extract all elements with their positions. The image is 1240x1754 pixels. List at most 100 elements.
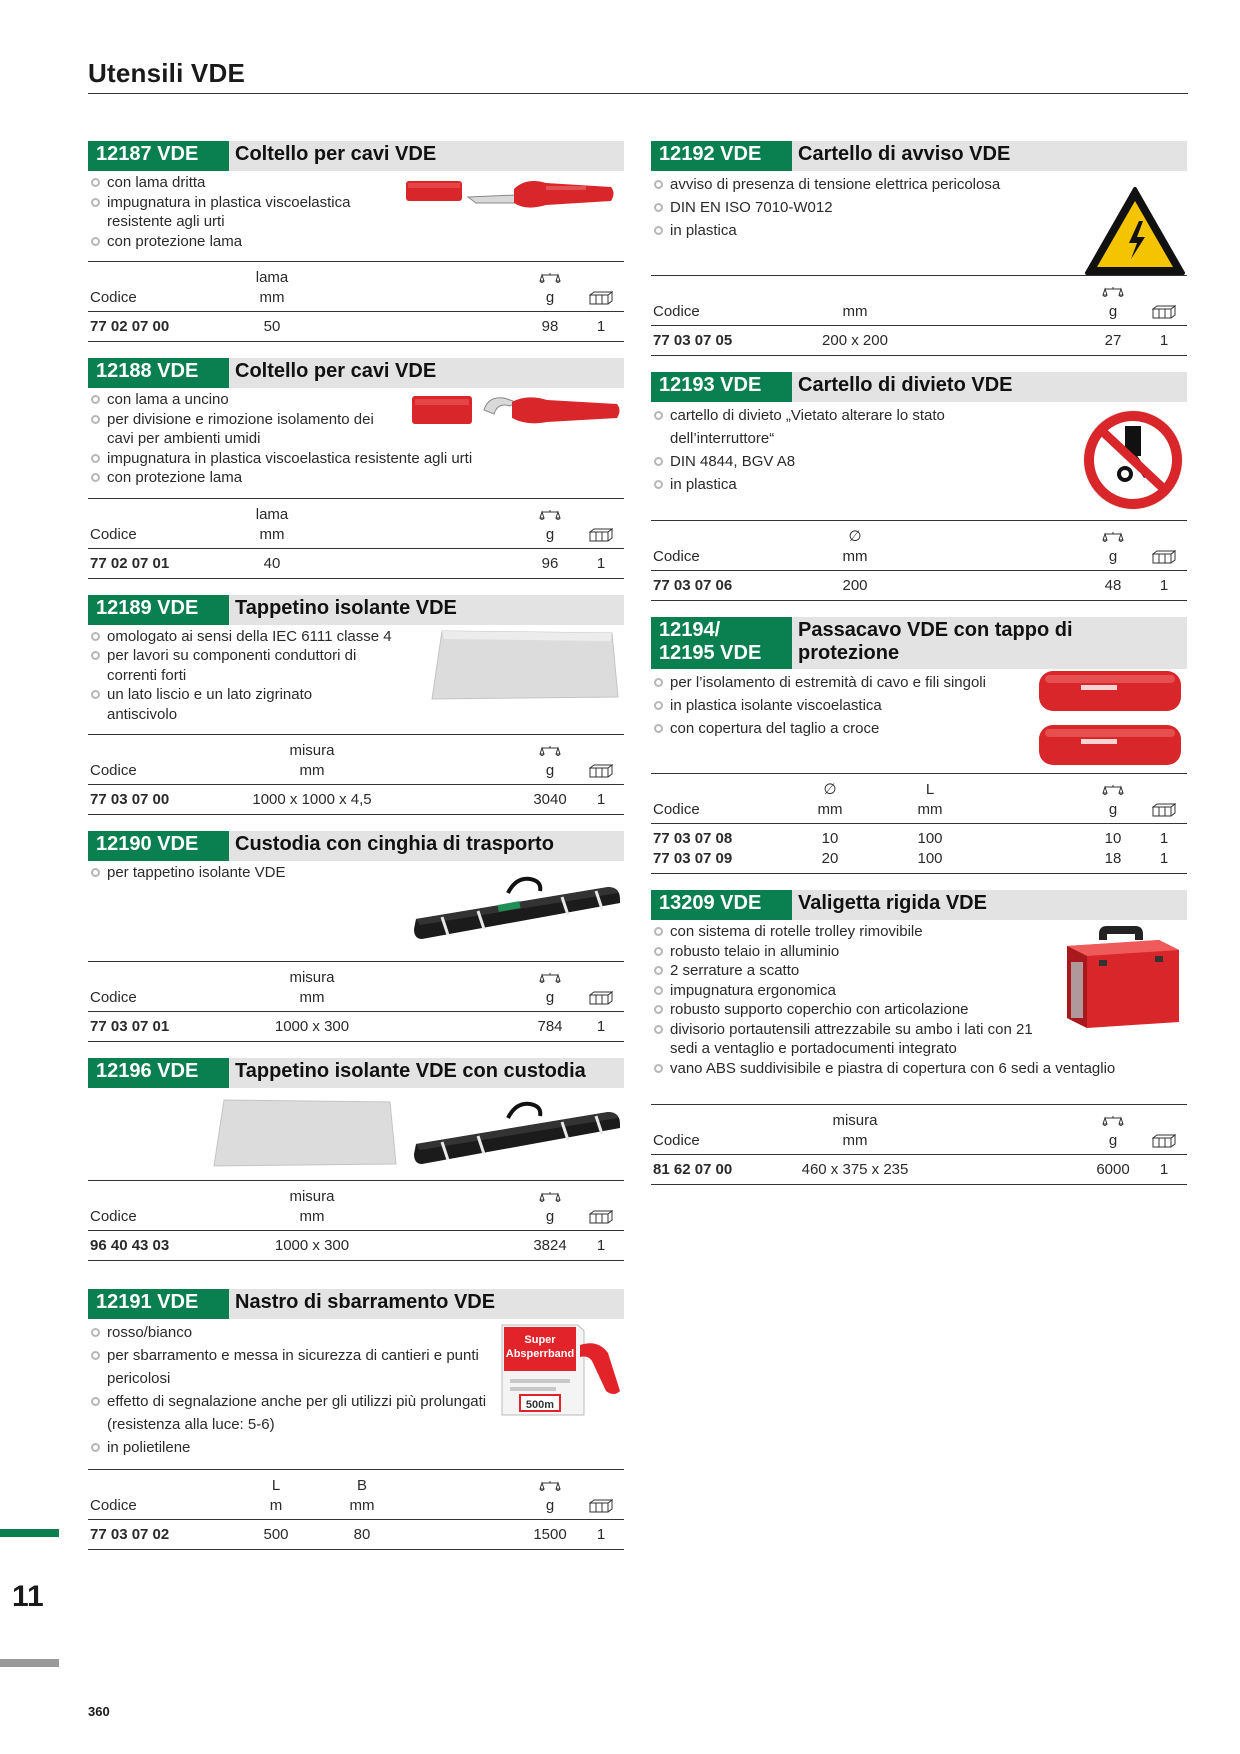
feature-item: DIN EN ISO 7010-W012: [651, 196, 1187, 219]
circle-bullet-icon: [654, 457, 663, 466]
packaging-unit-icon: [578, 1496, 624, 1520]
feature-item: per l’isolamento di estremità di cavo e …: [651, 671, 991, 694]
feature-item: divisorio portautensili attrezzabile su …: [651, 1020, 1051, 1059]
article-code: 77 03 07 01: [90, 1018, 170, 1035]
insulating-mat-image: [422, 627, 622, 708]
column-header: Codice: [88, 288, 212, 312]
product-12196: 12196 VDE Tappetino isolante VDE con cus…: [88, 1058, 624, 1261]
unit-label: mm: [212, 988, 412, 1012]
warning-sign-image: [1083, 185, 1187, 282]
product-header: 12194/ 12195 VDE Passacavo VDE con tappo…: [651, 617, 1187, 669]
product-code: 12187 VDE: [88, 141, 229, 171]
mat-with-bag-image: [204, 1094, 624, 1173]
circle-bullet-icon: [654, 701, 663, 710]
feature-item: con sistema di rotelle trolley rimovibil…: [651, 922, 1187, 942]
circle-bullet-icon: [91, 197, 100, 207]
circle-bullet-icon: [654, 678, 663, 687]
unit-label: mm: [312, 1496, 412, 1520]
feature-list: omologato ai sensi della IEC 6111 classe…: [88, 625, 418, 725]
feature-item: con protezione lama: [88, 468, 624, 488]
column-header: misura: [289, 969, 335, 986]
product-12191: 12191 VDE Nastro di sbarramento VDE ross…: [88, 1289, 624, 1550]
product-code: 12196 VDE: [88, 1058, 229, 1088]
feature-item: rosso/bianco: [88, 1321, 488, 1344]
unit-label: g: [1085, 547, 1141, 571]
product-name: Tappetino isolante VDE con custodia: [235, 1060, 586, 1082]
product-name: Passacavo VDE con tappo di protezione: [798, 619, 1073, 664]
section-divider: [0, 1659, 59, 1667]
circle-bullet-icon: [654, 1063, 663, 1073]
feature-item: impugnatura in plastica viscoelastica re…: [88, 449, 624, 469]
column-header: Codice: [88, 524, 212, 549]
section-tab-marker: [0, 1529, 59, 1537]
circle-bullet-icon: [654, 946, 663, 956]
packaging-unit-icon: [1141, 800, 1187, 824]
circle-bullet-icon: [654, 226, 663, 235]
title-divider: [88, 93, 1188, 94]
scale-icon: [522, 1470, 578, 1497]
unit-label: mm: [775, 1131, 935, 1155]
feature-item: con lama dritta: [88, 173, 378, 193]
scale-icon: [522, 735, 578, 762]
column-header: L: [271, 1477, 281, 1494]
feature-item: impugnatura in plastica viscoelastica re…: [88, 193, 378, 232]
product-code: 12193 VDE: [651, 372, 792, 402]
spec-table: misura Codice mm g 96 40 43 03 1000 x 30…: [88, 1180, 624, 1261]
product-name: Nastro di sbarramento VDE: [235, 1291, 496, 1313]
product-name: Valigetta rigida VDE: [798, 892, 987, 914]
column-header: L: [925, 781, 935, 798]
feature-item: con protezione lama: [88, 232, 378, 252]
product-code: 12191 VDE: [88, 1289, 229, 1319]
diameter-symbol: ∅: [823, 781, 837, 798]
cable-cap-image: [1035, 669, 1185, 774]
product-body: [88, 1088, 624, 1170]
product-body: cartello di divieto „Vietato alterare lo…: [651, 402, 1187, 510]
feature-item: per lavori su componenti conduttori di c…: [88, 646, 398, 685]
packaging-unit-icon: [578, 761, 624, 785]
article-code: 77 02 07 00: [90, 318, 170, 335]
column-header: Codice: [88, 761, 212, 785]
feature-list: per tappetino isolante VDE: [88, 861, 624, 883]
product-body: per tappetino isolante VDE: [88, 861, 624, 951]
column-header: misura: [289, 1188, 335, 1205]
product-12188: 12188 VDE Coltello per cavi VDE con lama…: [88, 358, 624, 579]
feature-item: per tappetino isolante VDE: [88, 863, 624, 883]
table-row: 77 03 07 06 200 48 1: [651, 571, 1187, 601]
article-code: 77 03 07 09: [653, 850, 733, 867]
unit-label: mm: [775, 547, 935, 571]
packaging-unit-icon: [1141, 1131, 1187, 1155]
unit-label: g: [522, 1496, 578, 1520]
table-row: 81 62 07 00 460 x 375 x 235 6000 1: [651, 1155, 1187, 1185]
table-row: 96 40 43 03 1000 x 300 3824 1: [88, 1231, 624, 1261]
feature-list: per l’isolamento di estremità di cavo e …: [651, 669, 991, 740]
feature-item: un lato liscio e un lato zigrinato antis…: [88, 685, 378, 724]
article-code: 77 03 07 08: [653, 830, 733, 847]
unit-label: mm: [775, 800, 885, 824]
box-label-line2: Absperrband: [506, 1348, 574, 1360]
diameter-symbol: ∅: [848, 528, 862, 545]
product-header: 12196 VDE Tappetino isolante VDE con cus…: [88, 1058, 624, 1088]
circle-bullet-icon: [654, 180, 663, 189]
spec-table: misura Codice mm g 81 62 07 00 460 x 375…: [651, 1104, 1187, 1185]
product-code: 12190 VDE: [88, 831, 229, 861]
circle-bullet-icon: [654, 927, 663, 936]
feature-item: con copertura del taglio a croce: [651, 717, 991, 740]
circle-bullet-icon: [654, 203, 663, 212]
circle-bullet-icon: [91, 1443, 100, 1452]
product-name: Coltello per cavi VDE: [235, 143, 437, 165]
column-header: lama: [255, 505, 289, 523]
circle-bullet-icon: [654, 966, 663, 975]
table-row: 77 03 07 05 200 x 200 27 1: [651, 326, 1187, 356]
spec-table: ∅ Codice mm g 77 03 07 06 200 48 1: [651, 520, 1187, 601]
table-row: 77 03 07 08 10 100 10 1: [651, 824, 1187, 850]
table-row: 77 02 07 01 40 96 1: [88, 548, 624, 578]
scale-icon: [1085, 1105, 1141, 1132]
column-header: Codice: [651, 1131, 775, 1155]
product-name: Coltello per cavi VDE: [235, 360, 437, 382]
hook-knife-image: [412, 392, 622, 437]
feature-item: per sbarramento e messa in sicurezza di …: [88, 1344, 488, 1390]
circle-bullet-icon: [91, 236, 100, 246]
right-column: 12192 VDE Cartello di avviso VDE avviso …: [651, 141, 1187, 1201]
product-12189: 12189 VDE Tappetino isolante VDE omologa…: [88, 594, 624, 815]
feature-item: 2 serrature a scatto: [651, 961, 1187, 981]
